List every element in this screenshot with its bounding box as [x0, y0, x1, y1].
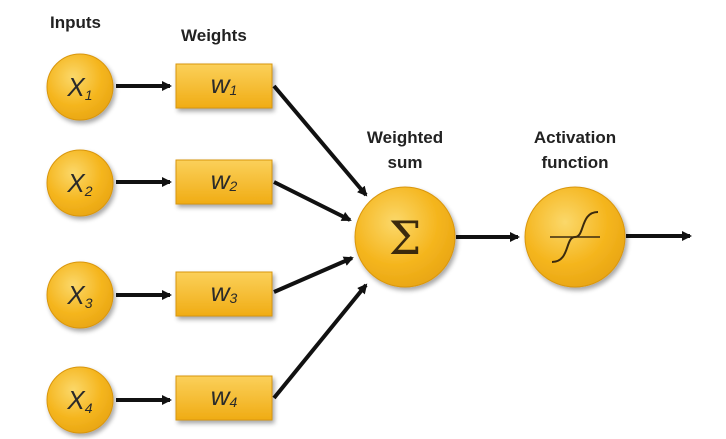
svg-text:w2: w2	[211, 165, 238, 195]
weight-2-base: w	[211, 165, 232, 195]
activation-header-line1: Activation	[534, 128, 616, 147]
weights-header: Weights	[181, 26, 247, 45]
svg-text:X3: X3	[66, 280, 92, 311]
weight-4-base: w	[211, 381, 232, 411]
input-node-2: X2	[46, 149, 114, 217]
activation-node	[524, 186, 626, 288]
svg-text:w3: w3	[211, 277, 238, 307]
input-node-1: X1	[46, 53, 114, 121]
svg-text:X4: X4	[66, 385, 92, 416]
input-2-sub: 2	[84, 183, 93, 199]
sum-node: Σ	[354, 186, 456, 288]
arrow-w2-sum	[273, 180, 352, 222]
weight-box-2: w2	[175, 159, 273, 205]
svg-text:X2: X2	[66, 168, 92, 199]
input-node-3: X3	[46, 261, 114, 329]
input-1-base: X	[66, 72, 86, 102]
sum-symbol: Σ	[389, 211, 422, 265]
input-3-sub: 3	[85, 295, 93, 311]
weight-box-3: w3	[175, 271, 273, 317]
input-4-base: X	[66, 385, 86, 415]
weight-2-sub: 2	[228, 178, 237, 194]
weight-3-base: w	[211, 277, 232, 307]
weighted-sum-header-line2: sum	[388, 153, 423, 172]
weight-1-sub: 1	[229, 82, 237, 98]
input-1-sub: 1	[85, 87, 93, 103]
weight-to-sum-arrows	[272, 84, 368, 400]
arrow-w3-sum	[273, 256, 354, 294]
input-node-4: X4	[46, 366, 114, 434]
weight-3-sub: 3	[229, 290, 237, 306]
svg-text:X1: X1	[66, 72, 92, 103]
svg-text:w4: w4	[211, 381, 238, 411]
weight-4-sub: 4	[229, 394, 237, 410]
weight-1-base: w	[211, 69, 232, 99]
weighted-sum-header-line1: Weighted	[367, 128, 443, 147]
weight-box-1: w1	[175, 63, 273, 109]
input-2-base: X	[66, 168, 86, 198]
sigmoid-curve-icon	[550, 211, 600, 263]
svg-text:w1: w1	[211, 69, 238, 99]
arrow-w4-sum	[272, 283, 368, 400]
input-to-weight-arrows	[116, 81, 172, 405]
inputs-header: Inputs	[50, 13, 101, 32]
input-3-base: X	[66, 280, 86, 310]
weight-box-4: w4	[175, 375, 273, 421]
arrow-w1-sum	[272, 84, 368, 197]
input-4-sub: 4	[85, 400, 93, 416]
activation-header-line2: function	[541, 153, 608, 172]
